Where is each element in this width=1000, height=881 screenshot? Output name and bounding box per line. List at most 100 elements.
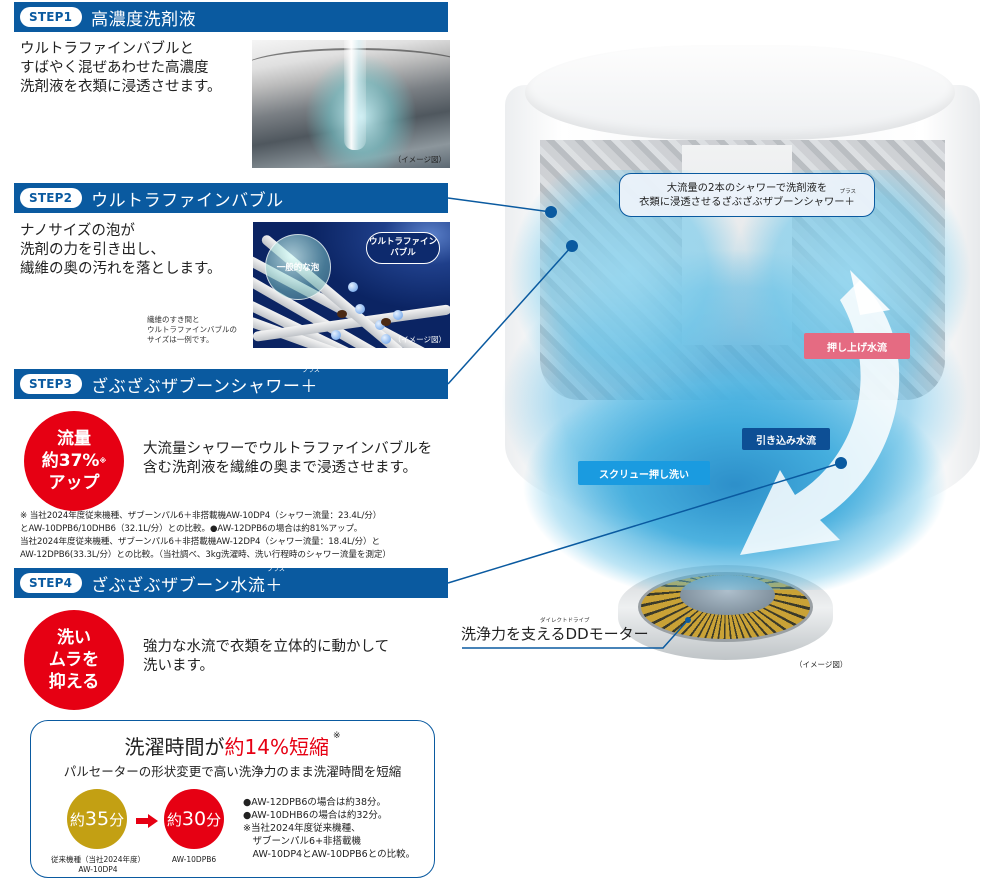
caption-line: ウルトラファインバブルの: [147, 325, 237, 334]
time-prefix: 約: [69, 810, 85, 829]
caption-line: 繊維のすき間と: [147, 315, 200, 324]
badge-line: 約37%: [41, 451, 100, 471]
image-note: （イメージ図）: [393, 155, 446, 164]
step2-description: ナノサイズの泡が 洗剤の力を引き出し、 繊維の奥の汚れを落とします。: [20, 222, 222, 279]
step3-header: STEP3 ざぶざぶザブーンシャワー＋ プラス: [14, 367, 448, 399]
caption-line: AW-10DPB6: [171, 855, 217, 864]
bubble: [393, 310, 403, 320]
step2-badge: STEP2: [20, 188, 83, 208]
step1-line: ウルトラファインバブルと: [20, 41, 194, 57]
wash-time-notes: ●AW-12DPB6の場合は約38分。 ●AW-10DHB6の場合は約32分。 …: [243, 796, 415, 861]
callout-line: 衣類に浸透させるざぶざぶザブーンシャワー＋: [639, 196, 855, 208]
ufb-label-line: バブル: [390, 248, 416, 258]
screw-wash-label: スクリュー押し洗い: [578, 461, 710, 485]
water-flow-arrow-icon: [740, 270, 900, 555]
water-stream: [344, 40, 366, 150]
step4-description: 強力な水流で衣類を立体的に動かして 洗います。: [143, 638, 389, 676]
step4-line: 洗います。: [143, 658, 215, 674]
dirt: [381, 318, 391, 326]
bubble: [381, 334, 391, 344]
step3-line: 大流量シャワーでウルトラファインバブルを: [143, 441, 433, 457]
wash-time-subtitle: パルセーターの形状変更で高い洗浄力のまま洗濯時間を短縮: [63, 764, 402, 779]
step4-badge: STEP4: [20, 573, 83, 593]
step4-line: 強力な水流で衣類を立体的に動かして: [143, 639, 390, 655]
step1-badge: STEP1: [20, 7, 83, 27]
arrow-right-icon: [136, 814, 158, 828]
shower-callout: 大流量の2本のシャワーで洗剤液を 衣類に浸透させるざぶざぶザブーンシャワー＋ プ…: [619, 173, 875, 217]
step3-title-text: ざぶざぶザブーンシャワー＋: [91, 376, 318, 397]
step4-header: STEP4 ざぶざぶザブーン水流＋ プラス: [14, 566, 448, 598]
badge-line: 流量: [57, 429, 91, 449]
pull-in-flow-label: 引き込み水流: [742, 428, 830, 450]
note-line: ●AW-12DPB6の場合は約38分。: [243, 797, 386, 808]
push-up-flow-label: 押し上げ水流: [804, 333, 910, 359]
step2-caption: 繊維のすき間と ウルトラファインバブルの サイズは一例です。: [147, 315, 237, 345]
step3-title: ざぶざぶザブーンシャワー＋ プラス: [91, 367, 320, 397]
step1-description: ウルトラファインバブルと すばやく混ぜあわせた高濃度 洗剤液を衣類に浸透させます…: [20, 40, 222, 97]
bubble: [375, 320, 385, 330]
callout-line: 大流量の2本のシャワーで洗剤液を: [666, 182, 828, 194]
step2-line: 洗剤の力を引き出し、: [20, 242, 165, 258]
bubble: [331, 330, 341, 340]
dirt: [337, 310, 347, 318]
regular-foam-bubble: 一般的な泡: [265, 234, 331, 300]
step1-line: 洗剤液を衣類に浸透させます。: [20, 79, 222, 95]
bubble: [355, 304, 365, 314]
note-line: ザブーンパル6+非搭載機: [243, 836, 362, 847]
after-caption: AW-10DPB6: [159, 855, 229, 865]
step2-header: STEP2 ウルトラファインバブル: [14, 183, 448, 213]
title-prefix: 洗濯時間が: [124, 735, 225, 759]
caption-line: AW-10DP4: [78, 865, 118, 874]
badge-line: 洗い: [57, 628, 91, 648]
washer-tub-rim: [525, 45, 955, 140]
footnote-line: AW-12DPB6(33.3L/分）との比較。（当社調べ、3kg洗濯時、洗い行程…: [20, 550, 391, 560]
time-unit: 分: [109, 810, 125, 829]
note-line: ※当社2024年度従来機種、: [243, 823, 361, 834]
step3-description: 大流量シャワーでウルトラファインバブルを 含む洗剤液を繊維の奥まで浸透させます。: [143, 440, 432, 478]
step3-line: 含む洗剤液を繊維の奥まで浸透させます。: [143, 460, 418, 476]
footnote-line: 当社2024年度従来機種、ザブーンパル6＋非搭載機AW-12DP4（シャワー流量…: [20, 537, 380, 547]
caption-line: サイズは一例です。: [147, 335, 214, 344]
step4-title-text: ざぶざぶザブーン水流＋: [91, 575, 283, 596]
badge-line: 抑える: [48, 672, 100, 692]
ufb-label-line: ウルトラファイン: [368, 237, 437, 247]
step2-title: ウルトラファインバブル: [91, 190, 284, 211]
note-line: AW-10DP4とAW-10DPB6との比較。: [243, 849, 416, 860]
step2-line: 繊維の奥の汚れを落とします。: [20, 261, 222, 277]
step3-title-ruby: プラス: [301, 366, 320, 374]
time-unit: 分: [206, 810, 222, 829]
title-highlight: 約14%短縮: [224, 735, 329, 759]
time-prefix: 約: [166, 810, 182, 829]
step4-title-ruby: プラス: [266, 565, 285, 573]
foam-label: 一般的な泡: [276, 263, 320, 273]
step1-header: STEP1 高濃度洗剤液: [14, 2, 448, 32]
ufb-label-pill: ウルトラファインバブル: [366, 232, 440, 264]
time-value: 30: [181, 808, 207, 830]
detergent-pouring-image: （イメージ図）: [252, 40, 450, 168]
badge-line: アップ: [48, 473, 100, 493]
step1-title: 高濃度洗剤液: [91, 9, 197, 30]
step3-badge: STEP3: [20, 374, 83, 394]
badge-line: ムラを: [48, 650, 100, 670]
image-note: （イメージ図）: [393, 335, 446, 344]
image-note: （イメージ図）: [795, 660, 848, 669]
dd-motor-label: 洗浄力を支えるDDモーター: [461, 625, 649, 643]
before-caption: 従来機種（当社2024年度） AW-10DP4: [43, 855, 153, 875]
uneven-wash-badge: 洗い ムラを 抑える: [24, 610, 124, 710]
time-value: 35: [84, 808, 110, 830]
callout-ruby: プラス: [839, 189, 856, 195]
note-line: ●AW-10DHB6の場合は約32分。: [243, 810, 388, 821]
wash-time-panel: 洗濯時間が約14%短縮※ パルセーターの形状変更で高い洗浄力のまま洗濯時間を短縮…: [30, 720, 435, 878]
badge-footnote-mark: ※: [99, 457, 107, 465]
title-mark: ※: [332, 731, 341, 741]
step3-footnote: ※ 当社2024年度従来機種、ザブーンパル6＋非搭載機AW-10DP4（シャワー…: [20, 510, 460, 562]
ultrafine-bubble-image: 一般的な泡 ウルトラファインバブル （イメージ図）: [253, 222, 450, 348]
footnote-line: とAW-10DPB6/10DHB6（32.1L/分）との比較。●AW-12DPB…: [20, 524, 363, 534]
step4-title: ざぶざぶザブーン水流＋ プラス: [91, 566, 285, 596]
wash-time-title: 洗濯時間が約14%短縮※: [31, 731, 434, 760]
bubble: [348, 282, 358, 292]
flow-increase-badge: 流量 約37%※ アップ: [24, 411, 124, 511]
step1-line: すばやく混ぜあわせた高濃度: [20, 60, 209, 76]
